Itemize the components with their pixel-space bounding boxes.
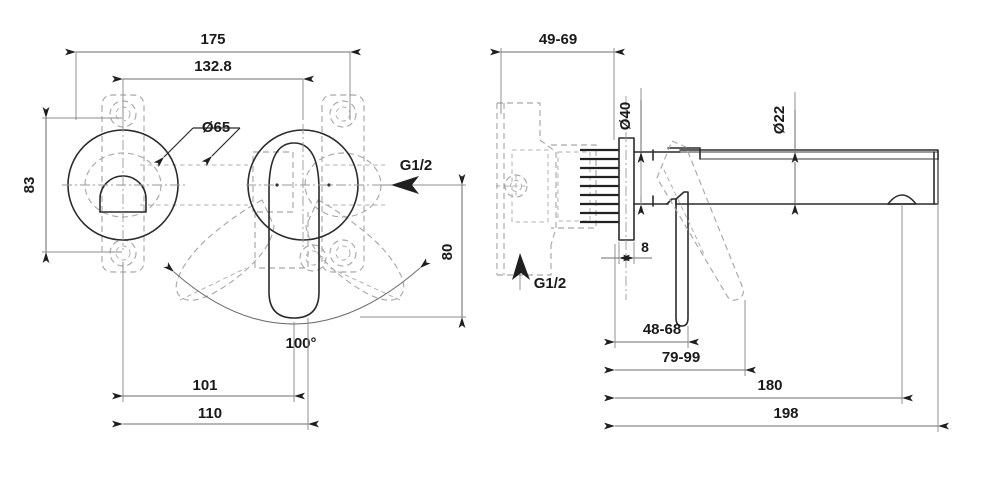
dim-label-198: 198 (773, 405, 798, 422)
side-g12-label: G1/2 (534, 275, 567, 292)
front-g12-label: G1/2 (400, 157, 433, 174)
threaded-extension (580, 148, 619, 224)
side-hidden-body (496, 102, 597, 276)
dim-label-diameter-40: Ø40 (617, 102, 634, 130)
dim-label-180: 180 (757, 377, 782, 394)
dim-label-101: 101 (192, 377, 217, 394)
dim-label-diameter-65: Ø65 (202, 119, 230, 136)
side-view-group: 49-69 Ø40 Ø22 8 G1/2 (490, 31, 949, 432)
dim-198-group (604, 160, 949, 432)
dim-49-69-group (490, 48, 625, 140)
dim-label-175: 175 (200, 31, 225, 48)
dim-label-83: 83 (21, 177, 38, 194)
front-center-lines (62, 122, 392, 250)
side-center-lines (496, 96, 627, 300)
dim-48-68-group (604, 244, 699, 348)
spout-arm (633, 147, 939, 262)
dim-label-80: 80 (439, 244, 456, 261)
angle-label-100: 100° (285, 335, 316, 352)
dim-label-132-8: 132.8 (194, 58, 232, 75)
dim-label-110: 110 (198, 405, 222, 422)
left-escutcheon-inner (99, 175, 147, 213)
dim-label-49-69: 49-69 (539, 31, 577, 48)
dim-79-99-group (604, 300, 756, 376)
lever-handle-front (268, 142, 320, 319)
dim-132-8-group (112, 75, 314, 120)
dim-110-group (112, 330, 319, 430)
front-g12-arrow (391, 176, 441, 194)
dim-label-79-99: 79-99 (662, 349, 700, 366)
dim-diameter-65-group (153, 127, 241, 168)
lever-side (656, 140, 744, 327)
dim-101-group (112, 262, 305, 402)
dim-label-48-68: 48-68 (643, 321, 681, 338)
dim-label-diameter-22: Ø22 (771, 106, 788, 134)
dim-label-8: 8 (641, 239, 649, 255)
dim-175-group (65, 48, 361, 120)
side-g12-arrow (512, 253, 530, 290)
dim-180-group (604, 262, 913, 404)
dim-83-group (42, 107, 122, 263)
front-view-group: 100° 175 132.8 Ø65 83 (21, 31, 466, 430)
dim-8-group (601, 242, 652, 264)
cover-plate (618, 137, 635, 241)
